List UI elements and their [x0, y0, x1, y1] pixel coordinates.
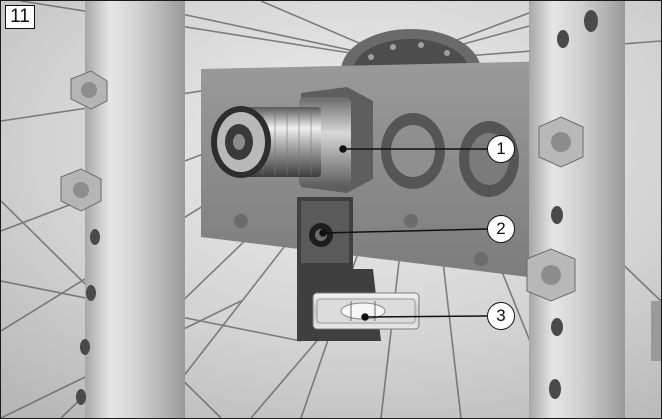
quick-release-axle [211, 87, 373, 193]
left-frame-tube [85, 1, 185, 418]
callout-leaders [319, 145, 488, 321]
left-tube-holes [76, 229, 100, 405]
right-frame-tube [529, 1, 625, 418]
right-tube-bolts [526, 116, 584, 302]
left-tube-bolts [60, 70, 108, 212]
spirit-level [312, 292, 420, 330]
callout-2: 2 [487, 215, 515, 243]
right-tube-holes [549, 10, 598, 399]
callout-1: 1 [487, 135, 515, 163]
callout-3: 3 [487, 302, 515, 330]
figure-number: 11 [5, 5, 35, 29]
